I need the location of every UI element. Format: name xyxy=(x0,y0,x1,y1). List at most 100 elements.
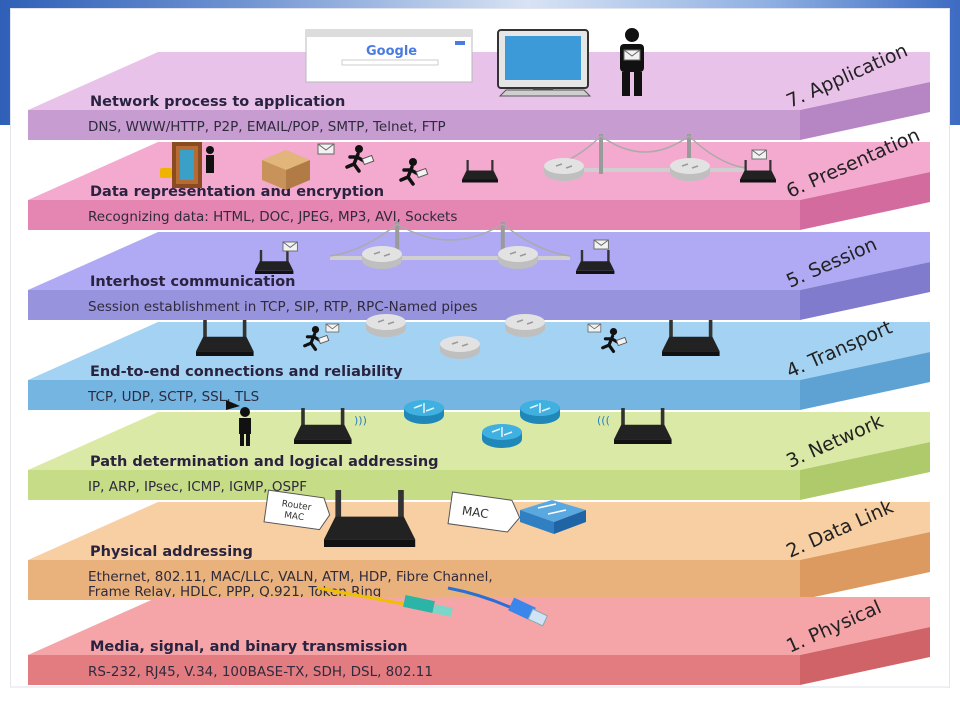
layer-front-band xyxy=(28,110,800,140)
layer-top-face xyxy=(28,597,930,655)
layer-protocols: Session establishment in TCP, SIP, RTP, … xyxy=(88,299,478,315)
router-icon xyxy=(255,250,294,274)
router-icon xyxy=(740,160,776,183)
layer-protocols: Ethernet, 802.11, MAC/LLC, VALN, ATM, HD… xyxy=(88,569,493,585)
layer-front-band xyxy=(28,200,800,230)
layer-protocols: Frame Relay, HDLC, PPP, Q.921, Token Rin… xyxy=(88,584,381,600)
layer-presentation: Data representation and encryptionRecogn… xyxy=(28,124,930,230)
session-illustrations xyxy=(255,222,615,274)
layer-description: Media, signal, and binary transmission xyxy=(90,639,408,655)
network-router-icon xyxy=(482,424,522,448)
application-illustrations: Google xyxy=(305,28,644,97)
layer-front-band xyxy=(28,290,800,320)
layer-description: Data representation and encryption xyxy=(90,184,384,200)
layer-protocols: Recognizing data: HTML, DOC, JPEG, MP3, … xyxy=(88,209,457,225)
ethernet-cable-icon xyxy=(447,586,549,627)
layer-description: Physical addressing xyxy=(90,544,253,560)
layer-top-face xyxy=(28,52,930,110)
layer-protocols: DNS, WWW/HTTP, P2P, EMAIL/POP, SMTP, Tel… xyxy=(88,119,446,135)
router-icon xyxy=(576,250,615,274)
switch-disc-icon xyxy=(505,314,545,337)
layer-protocols: IP, ARP, IPsec, ICMP, IGMP, OSPF xyxy=(88,479,307,495)
layer-description: Interhost communication xyxy=(90,274,296,290)
fiber-cable-icon xyxy=(317,586,453,617)
envelope-icon xyxy=(325,323,340,333)
envelope-icon xyxy=(587,323,602,333)
switch-disc-icon xyxy=(362,246,402,269)
layer-side-face xyxy=(800,532,930,600)
person-with-flag-icon xyxy=(226,400,251,446)
router-icon xyxy=(324,490,416,547)
physical-illustrations xyxy=(317,586,549,627)
switch-disc-icon xyxy=(366,314,406,337)
router-icon xyxy=(662,320,720,356)
envelope-icon xyxy=(751,149,767,160)
browser-logo: Google xyxy=(366,44,417,59)
envelope-icon xyxy=(317,143,335,155)
bridge-icon xyxy=(544,134,746,174)
switch-disc-icon xyxy=(544,158,584,181)
running-courier-icon xyxy=(601,328,628,353)
layer-description: Path determination and logical addressin… xyxy=(90,454,439,470)
layer-front-band xyxy=(28,655,800,685)
envelope-icon xyxy=(593,239,609,250)
layer-side-face xyxy=(800,627,930,685)
person-icon xyxy=(206,146,214,154)
router-icon xyxy=(196,320,254,356)
wifi-router-icon xyxy=(614,408,672,444)
network-switch-icon xyxy=(520,500,586,534)
layer-network: Path determination and logical addressin… xyxy=(28,410,930,500)
browser-window-icon: Google xyxy=(305,29,473,83)
vault-door-icon xyxy=(172,142,202,188)
transport-illustrations xyxy=(196,314,720,359)
router-icon xyxy=(462,160,498,183)
network-router-icon xyxy=(404,400,444,424)
wifi-router-icon xyxy=(294,408,352,444)
layer-protocols: TCP, UDP, SCTP, SSL, TLS xyxy=(87,389,259,405)
envelope-icon xyxy=(282,241,298,252)
layer-front-band xyxy=(28,560,800,600)
wireless-signal-icon: ((( xyxy=(597,414,610,427)
person-icon xyxy=(620,28,644,96)
layer-front-band xyxy=(28,470,800,500)
network-router-icon xyxy=(520,400,560,424)
layer-transport: End-to-end connections and reliabilityTC… xyxy=(28,316,930,410)
bridge-icon xyxy=(329,222,571,262)
envelope-icon xyxy=(623,49,641,61)
layer-top-face xyxy=(28,502,930,560)
padlock-icon xyxy=(160,168,172,178)
layer-top-face xyxy=(28,412,930,470)
switch-disc-icon xyxy=(670,158,710,181)
package-box-icon xyxy=(262,150,310,190)
slide-bottom-band xyxy=(0,688,960,720)
layer-side-face xyxy=(800,262,930,320)
switch-disc-icon xyxy=(440,336,480,359)
layer-top-face xyxy=(28,232,930,290)
running-courier-icon xyxy=(303,326,330,351)
switch-disc-icon xyxy=(498,246,538,269)
wireless-signal-icon: ))) xyxy=(354,414,367,427)
layer-side-face xyxy=(800,172,930,230)
layer-side-face xyxy=(800,82,930,140)
desktop-computer-icon xyxy=(497,29,592,97)
layer-description: End-to-end connections and reliability xyxy=(90,364,403,380)
layer-protocols: RS-232, RJ45, V.34, 100BASE-TX, SDH, DSL… xyxy=(88,664,433,680)
layer-physical: Media, signal, and binary transmissionRS… xyxy=(28,596,930,685)
mac-tag: MAC xyxy=(447,491,521,533)
mac-text: MAC xyxy=(461,504,489,522)
network-illustrations: ))) ((( xyxy=(226,400,672,448)
layer-side-face xyxy=(800,442,930,500)
presentation-illustrations xyxy=(160,134,776,190)
layer-side-face xyxy=(800,352,930,410)
layer-description: Network process to application xyxy=(90,94,345,110)
running-courier-icon xyxy=(399,158,429,186)
running-courier-icon xyxy=(345,145,375,173)
router-mac-text: MAC xyxy=(283,511,304,524)
router-mac-text: Router xyxy=(281,499,312,513)
